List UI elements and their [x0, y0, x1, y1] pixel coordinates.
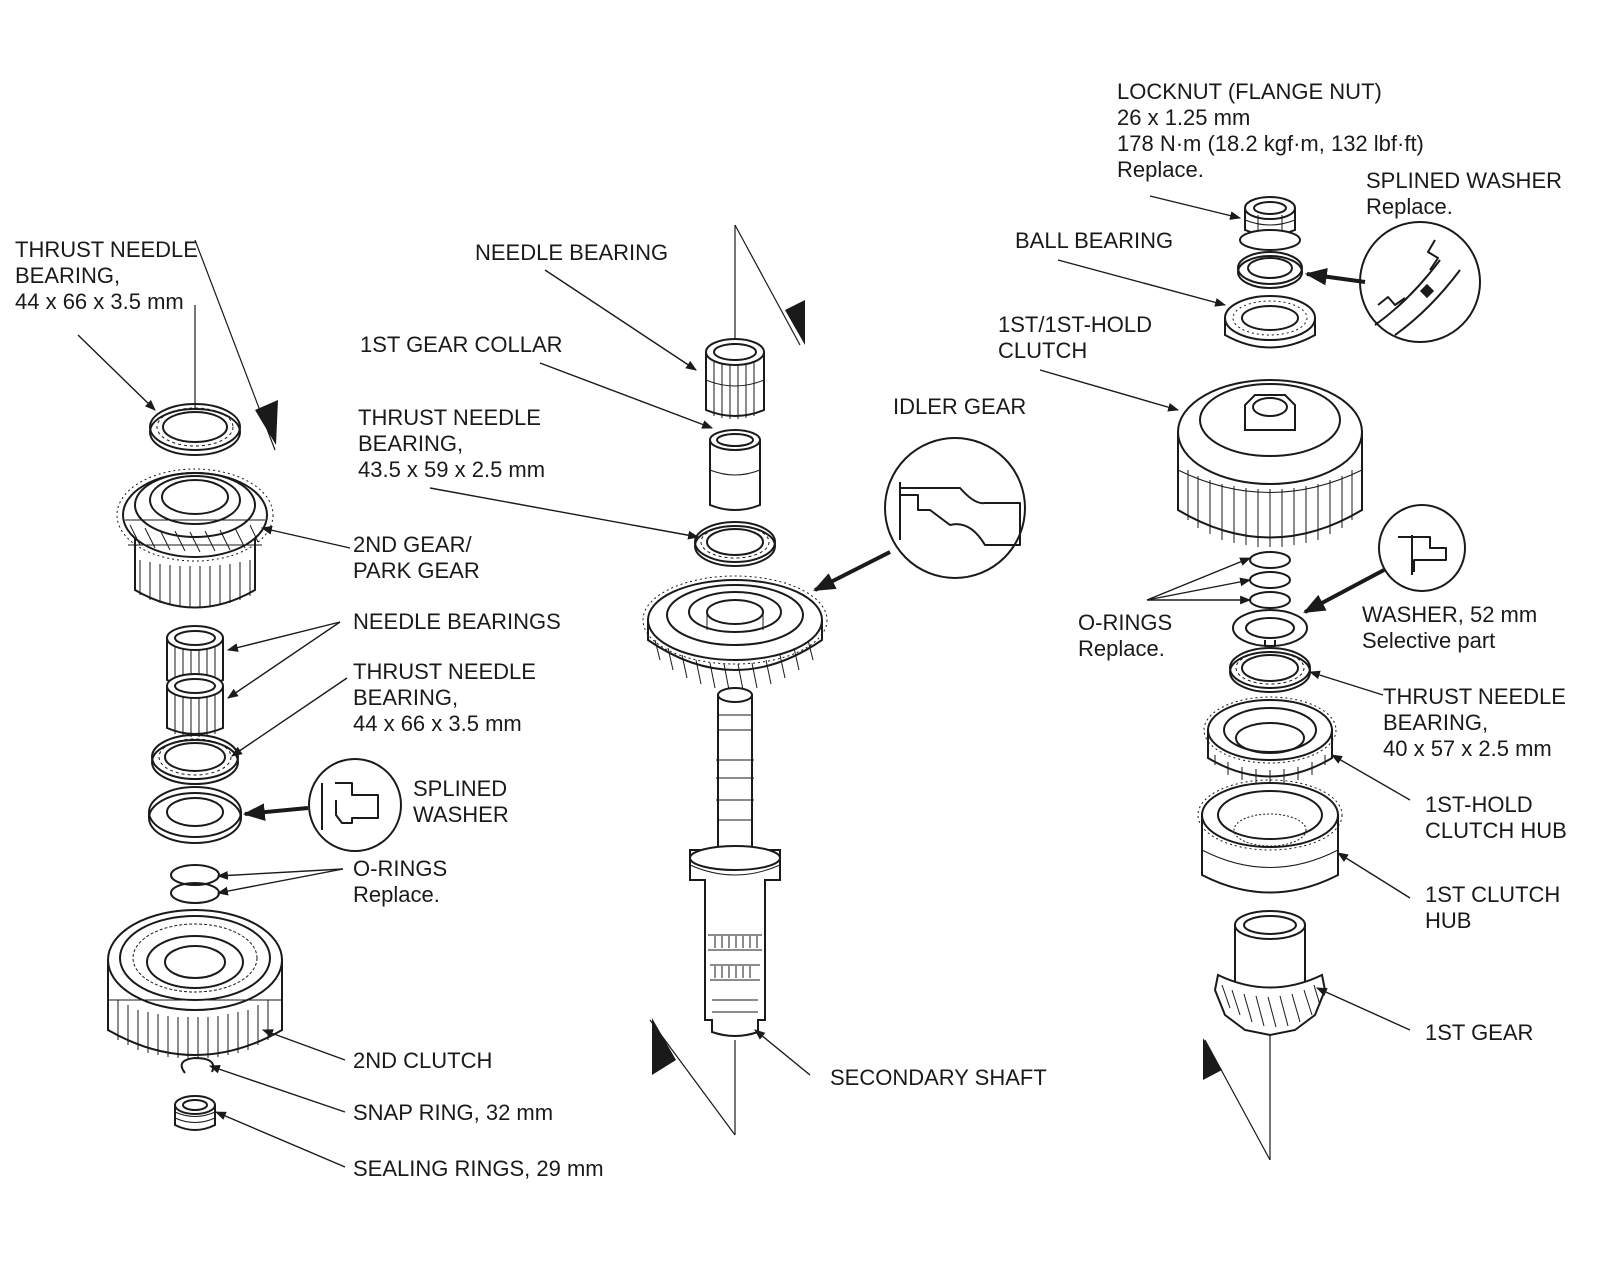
detail-callout-icon	[884, 437, 1026, 579]
label-first-gear: 1ST GEAR	[1425, 1020, 1533, 1045]
label-thrust-needle-bearing-top: THRUST NEEDLE BEARING, 44 x 66 x 3.5 mm	[15, 237, 204, 314]
thrust-needle-bearing-right	[1229, 647, 1311, 693]
labels: THRUST NEEDLE BEARING, 44 x 66 x 3.5 mm …	[15, 79, 1572, 1181]
label-first-gear-collar: 1ST GEAR COLLAR	[360, 332, 563, 357]
leader-lines	[77, 195, 1411, 1168]
label-splined-washer-right: SPLINED WASHER Replace.	[1366, 168, 1568, 219]
sealing-rings	[174, 1095, 216, 1131]
washer-52mm	[1232, 609, 1308, 647]
secondary-shaft	[689, 687, 781, 1037]
first-first-hold-clutch	[1177, 379, 1363, 547]
label-first-first-hold-clutch: 1ST/1ST-HOLD CLUTCH	[998, 312, 1158, 363]
center-assembly	[642, 224, 1026, 1136]
thrust-needle-bearing-mid	[151, 734, 239, 785]
direction-marker-icon	[785, 300, 805, 345]
label-splined-washer-left: SPLINED WASHER	[413, 776, 513, 827]
label-second-gear-park-gear: 2ND GEAR/ PARK GEAR	[353, 532, 480, 583]
label-snap-ring: SNAP RING, 32 mm	[353, 1100, 553, 1125]
direction-marker-icon	[255, 400, 278, 445]
label-o-rings-right: O-RINGS Replace.	[1078, 610, 1178, 661]
label-ball-bearing: BALL BEARING	[1015, 228, 1173, 253]
detail-callout-icon	[308, 758, 402, 852]
label-secondary-shaft: SECONDARY SHAFT	[830, 1065, 1047, 1090]
second-clutch-drum	[107, 909, 283, 1059]
label-thrust-needle-bearing-center: THRUST NEEDLE BEARING, 43.5 x 59 x 2.5 m…	[358, 405, 547, 482]
detail-callout-icon	[1359, 221, 1481, 343]
detail-callout-icon	[1378, 504, 1466, 592]
label-locknut: LOCKNUT (FLANGE NUT) 26 x 1.25 mm 178 N·…	[1117, 79, 1430, 182]
left-assembly	[107, 239, 402, 1131]
snap-ring	[180, 1057, 215, 1074]
first-gear	[1213, 910, 1327, 1037]
needle-bearing-lower	[166, 673, 224, 737]
thrust-needle-bearing-top	[149, 403, 241, 456]
ball-bearing	[1224, 295, 1316, 349]
label-o-rings-left: O-RINGS Replace.	[353, 856, 453, 907]
o-rings-right	[1249, 551, 1291, 609]
direction-marker-icon	[1203, 1038, 1222, 1080]
label-first-hold-clutch-hub: 1ST-HOLD CLUTCH HUB	[1425, 792, 1567, 843]
label-washer-52mm: WASHER, 52 mm Selective part	[1362, 602, 1543, 653]
first-clutch-hub	[1197, 779, 1343, 894]
label-needle-bearings: NEEDLE BEARINGS	[353, 609, 561, 634]
label-needle-bearing: NEEDLE BEARING	[475, 240, 668, 265]
idler-gear	[642, 575, 828, 691]
second-gear-park-gear	[116, 468, 274, 609]
splined-washer-right	[1237, 251, 1303, 289]
label-first-clutch-hub: 1ST CLUTCH HUB	[1425, 882, 1566, 933]
label-thrust-needle-bearing-mid: THRUST NEEDLE BEARING, 44 x 66 x 3.5 mm	[353, 659, 542, 736]
label-thrust-needle-bearing-right: THRUST NEEDLE BEARING, 40 x 57 x 2.5 mm	[1383, 684, 1572, 761]
label-sealing-rings: SEALING RINGS, 29 mm	[353, 1156, 604, 1181]
o-rings-left	[170, 864, 220, 904]
direction-marker-icon	[652, 1018, 676, 1075]
thrust-needle-bearing-center	[694, 521, 776, 567]
first-hold-clutch-hub	[1203, 696, 1337, 784]
locknut-flange-nut	[1239, 196, 1301, 251]
label-idler-gear: IDLER GEAR	[893, 394, 1026, 419]
splined-washer-left	[148, 786, 242, 844]
label-second-clutch: 2ND CLUTCH	[353, 1048, 492, 1073]
needle-bearing-center	[705, 338, 765, 419]
first-gear-collar	[709, 429, 761, 511]
